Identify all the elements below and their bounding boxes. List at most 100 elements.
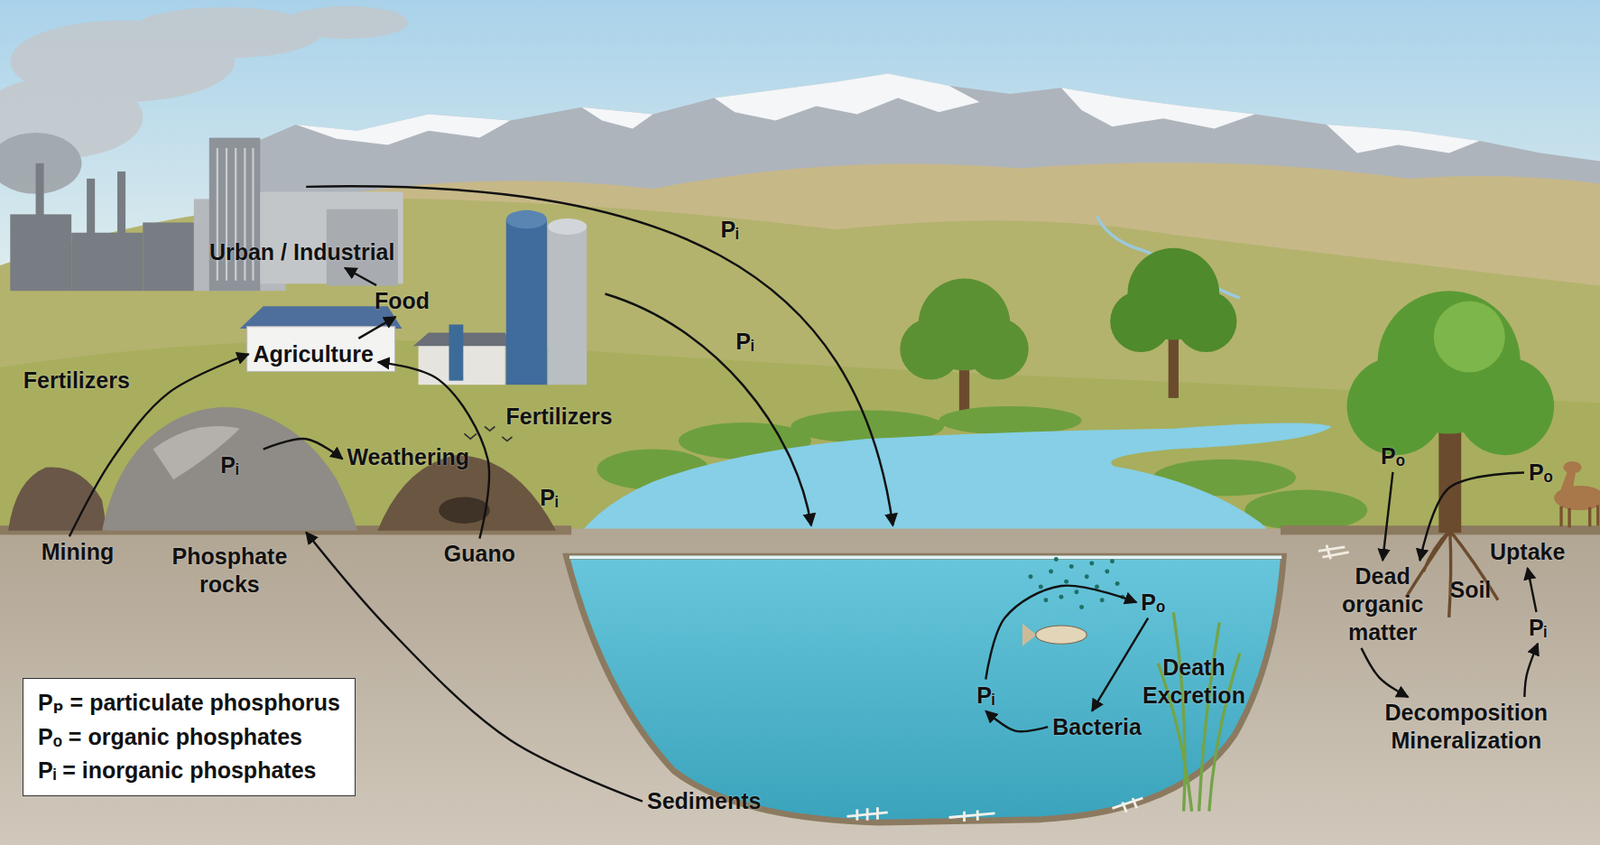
uptake-label: Uptake [1485, 536, 1570, 568]
deer-neck [1559, 471, 1576, 496]
legend-entry: Pₚ = particulate phosphorus [37, 685, 341, 721]
node-text: Dead organic matter [1333, 562, 1432, 647]
organic-phosphate: Pₒ [1524, 456, 1558, 489]
factory [9, 213, 72, 291]
plankton-dot [1089, 561, 1094, 566]
phosphate-rock-deposit: PᵢPhosphate rocks [153, 449, 307, 601]
plankton-dot [1100, 597, 1105, 602]
factory [142, 221, 195, 291]
snow-cap [1326, 124, 1480, 154]
agriculture-label: Agriculture [248, 338, 378, 370]
flow-label: Fertilizers [501, 400, 618, 433]
cycle-arrow [344, 268, 377, 286]
decomposition-label: Decomposition Mineralization [1368, 696, 1564, 757]
cycle-arrow [358, 316, 396, 339]
node-text: Pᵢ [976, 681, 995, 710]
plankton-dot [1079, 604, 1084, 610]
bush [1245, 490, 1369, 531]
farm [240, 210, 587, 385]
plankton-dot [1109, 558, 1115, 564]
plankton-dot [1058, 594, 1064, 600]
rock-highlight [153, 425, 241, 480]
snow [295, 73, 1480, 153]
fish [1035, 625, 1088, 644]
water-line [569, 555, 1282, 559]
sediments-label: Sediments [642, 785, 766, 817]
small-silo [449, 323, 464, 380]
guano-mound [377, 426, 556, 531]
reeds [1157, 611, 1240, 811]
node-text: Decomposition Mineralization [1373, 698, 1559, 755]
ground [0, 528, 1600, 845]
plankton-dot [1048, 569, 1054, 574]
birds [463, 426, 512, 442]
node-text: Pₒ [1140, 588, 1166, 617]
smoke-cloud [127, 7, 322, 59]
inorganic-phosphate: Pᵢ [1524, 611, 1552, 644]
runoff-arrow [605, 294, 812, 527]
dead-organic-matter: Dead organic matter [1329, 560, 1436, 648]
snow-cap [714, 73, 981, 121]
bush [938, 406, 1082, 435]
bones [1318, 545, 1350, 560]
tree-crown [899, 318, 962, 380]
runoff-arrow [305, 185, 893, 526]
urban-label: Urban / Industrial [204, 236, 400, 269]
node-text: Urban / Industrial [209, 238, 396, 267]
plankton-dot [1069, 564, 1074, 569]
cycle-arrow [263, 438, 343, 459]
weathering-label: Weathering [342, 441, 474, 473]
skeletons [847, 797, 1144, 822]
plankton-dot [1038, 584, 1044, 590]
mining-label: Mining [36, 536, 120, 568]
node-text: Phosphate rocks [157, 542, 303, 599]
silo-dome [547, 218, 587, 235]
phosphate-rock-mound [8, 406, 358, 531]
phosphate-label: Pᵢ [715, 213, 743, 246]
chimney [117, 171, 126, 235]
deer [1553, 461, 1600, 528]
smoke-cloud [286, 6, 409, 39]
barn [247, 326, 396, 372]
node-text: Food [374, 286, 430, 315]
silo-dome [506, 210, 547, 229]
guano-label: Guano [439, 537, 520, 570]
node-text: Sediments [647, 786, 761, 815]
mining-pit [8, 466, 108, 530]
cycle-arrow [1382, 471, 1393, 561]
blue-silo [506, 219, 547, 385]
plankton [1028, 556, 1126, 610]
node-text: Uptake [1489, 537, 1565, 566]
tree-crown [967, 318, 1029, 380]
node-text: Pᵢ [220, 451, 239, 480]
food-label: Food [369, 285, 435, 317]
organic-phosphate: Pₒ [1376, 440, 1410, 472]
factory [71, 232, 143, 291]
rock-mound [101, 406, 358, 531]
skyscraper [209, 138, 261, 292]
cycle-arrow [985, 585, 1137, 680]
node-text: Pₒ [1528, 458, 1554, 487]
snow-cap [295, 114, 510, 146]
snow-cap [1061, 87, 1256, 129]
cycle-arrow [1527, 567, 1537, 612]
soil-label: Soil [1444, 573, 1496, 606]
green-field [0, 198, 1600, 531]
node-text: Guano [443, 539, 516, 568]
tree-crown [1109, 290, 1172, 352]
inorganic-phosphate: Pᵢ [971, 679, 999, 712]
tree-crown [1433, 300, 1506, 372]
node-text: Mining [41, 537, 115, 566]
cycle-arrow [985, 711, 1048, 732]
edge-label: Fertilizers [18, 364, 135, 397]
grey-silo [547, 226, 587, 385]
snow-cap [582, 107, 654, 130]
organic-phosphate: Pₒ [1136, 586, 1170, 619]
plankton-dot [1084, 573, 1090, 579]
legend-entry: Pₒ = organic phosphates [37, 720, 341, 755]
plankton-dot [1115, 581, 1120, 586]
lake-body [566, 555, 1285, 823]
tree-crown [1175, 290, 1238, 352]
node-text: Weathering [346, 443, 470, 472]
plankton-dot [1104, 569, 1110, 574]
